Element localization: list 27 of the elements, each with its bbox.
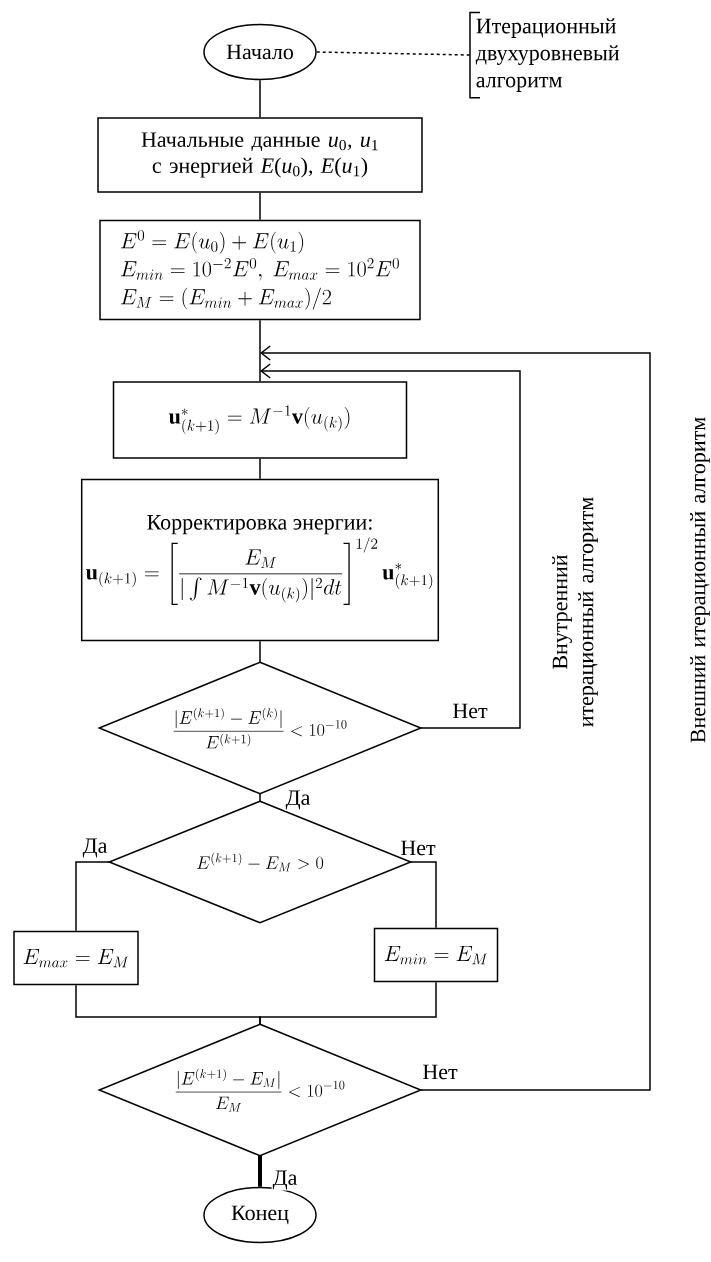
process-box: Корректировка энергии: $\mathbf{u}_{(k+1)}=\left[\frac{E_{M}}{|\int M^{-1}\mathbf{v}(u_{(k)})|^{2}dt}\right]^{1/2}\mathbf{u}^{*}_{(k+1)}$ (80, 478, 440, 642)
rotated-label: Внутренний итерационный алгоритм (552, 497, 598, 727)
connector (259, 319, 261, 382)
connector (75, 861, 110, 932)
edge-label: Да (81, 837, 109, 859)
process-box: $\mathbf{u}^{*}_{(k+1)}=M^{-1}\mathbf{v}(u_{(k)})$ (112, 381, 408, 459)
connector (258, 1155, 262, 1187)
process-box: $E_{max}=E_{M}$ (13, 930, 139, 986)
edge-label: Да (271, 1169, 299, 1191)
edge-label: Да (284, 789, 312, 811)
process-box: $E_{min}=E_{M}$ (373, 927, 499, 983)
connector (410, 861, 437, 929)
connector (259, 458, 261, 480)
annotation: Итерационный двухуровневый алгоритм (469, 11, 620, 99)
connector (259, 79, 261, 118)
process-box: Начальные данные u$_{0}$, u$_{1}$ с энергией E(u$_{0}$), E(u$_{1}$) (97, 117, 423, 193)
connector (316, 51, 471, 56)
connector (259, 640, 261, 663)
process-box: $E^{0}=E(u_{0})+E(u_{1})$ $E_{min}=10^{-2}E^{0},\ E_{max}=10^{2}E^{0}$ $E_{M}=(E_{min}+E_{max})/2$ (99, 219, 421, 321)
edge-label: Нет (451, 702, 489, 720)
connector (260, 363, 521, 729)
connector (259, 192, 261, 221)
rotated-label: Внешний итерационный алгоритм (690, 417, 710, 743)
edge-label: Нет (421, 1063, 459, 1081)
connector (259, 793, 261, 802)
connector (259, 981, 437, 1025)
connector (260, 345, 651, 1091)
